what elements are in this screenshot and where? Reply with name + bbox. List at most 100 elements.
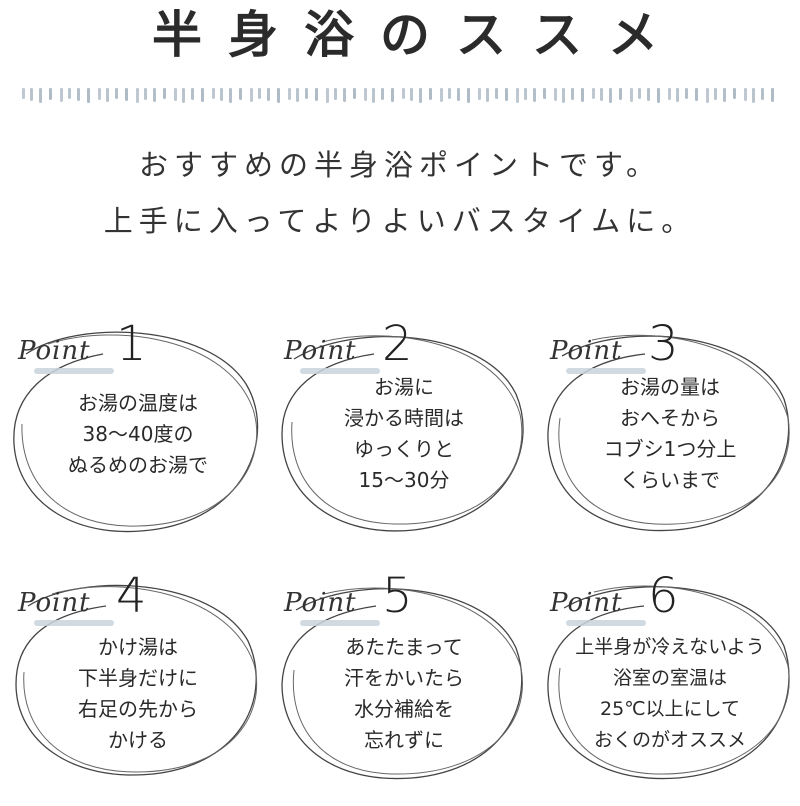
point-text-line: 右足の先から bbox=[78, 697, 198, 721]
dash-mark bbox=[419, 88, 422, 103]
point-number: 3 bbox=[648, 316, 679, 372]
dash-mark bbox=[229, 88, 232, 103]
point-text: あたたまって 汗をかいたら 水分補給を 忘れずに bbox=[304, 632, 504, 756]
point-underline bbox=[34, 620, 114, 626]
dash-mark bbox=[391, 88, 394, 102]
dash-mark bbox=[516, 88, 519, 103]
point-card-2: Point 2 お湯に 浸かる時間は ゆっくりと 15〜30分 bbox=[274, 314, 534, 554]
dash-mark bbox=[533, 88, 536, 102]
point-text-line: 水分補給を bbox=[354, 697, 454, 721]
dash-mark bbox=[706, 88, 709, 103]
point-card-5: Point 5 あたたまって 汗をかいたら 水分補給を 忘れずに bbox=[274, 566, 534, 806]
dash-mark bbox=[153, 88, 156, 102]
point-text-line: お湯に bbox=[374, 375, 434, 399]
point-text-line: 浸かる時間は bbox=[344, 406, 464, 430]
dash-mark bbox=[543, 88, 546, 99]
dash-mark bbox=[144, 88, 147, 100]
dash-mark bbox=[562, 88, 565, 103]
hand-drawn-circle bbox=[547, 585, 790, 780]
dash-mark bbox=[647, 88, 650, 101]
dash-mark bbox=[440, 88, 443, 102]
dash-mark bbox=[98, 88, 101, 100]
point-text-line: お湯の温度は bbox=[78, 391, 198, 415]
point-card-1: Point 1 お湯の温度は 38〜40度の ぬるめのお湯で bbox=[8, 314, 268, 554]
dash-mark bbox=[191, 88, 194, 100]
point-text-line: ぬるめのお湯で bbox=[68, 453, 208, 477]
point-text-line: くらいまで bbox=[620, 468, 720, 492]
point-card-4: Point 4 かけ湯は 下半身だけに 右足の先から かける bbox=[8, 566, 268, 806]
dash-mark bbox=[714, 88, 717, 100]
dash-mark bbox=[638, 88, 641, 99]
point-number: 1 bbox=[116, 316, 147, 372]
dash-mark bbox=[60, 88, 63, 102]
point-text-line: 上半身が冷えないよう bbox=[575, 636, 765, 658]
dash-mark bbox=[657, 88, 660, 103]
dash-mark bbox=[288, 88, 291, 100]
dash-mark bbox=[761, 88, 764, 100]
dash-mark bbox=[429, 88, 432, 100]
point-label: Point bbox=[18, 336, 91, 366]
dash-mark bbox=[752, 88, 755, 103]
point-text: かけ湯は 下半身だけに 右足の先から かける bbox=[38, 632, 238, 756]
dash-mark bbox=[267, 88, 270, 101]
point-text-line: 15〜30分 bbox=[358, 468, 450, 492]
point-label: Point bbox=[18, 588, 91, 618]
dash-mark bbox=[771, 88, 774, 102]
dash-mark bbox=[609, 88, 612, 103]
point-underline bbox=[300, 368, 380, 374]
point-label: Point bbox=[550, 336, 623, 366]
dash-mark bbox=[39, 88, 42, 103]
point-text: お湯の量は おへそから コブシ1つ分上 くらいまで bbox=[570, 372, 770, 496]
point-number: 4 bbox=[116, 568, 147, 624]
dash-mark bbox=[220, 88, 223, 101]
dash-mark bbox=[381, 88, 384, 100]
dash-mark bbox=[733, 88, 736, 99]
dash-mark bbox=[467, 88, 470, 103]
dash-mark bbox=[364, 88, 367, 101]
hand-drawn-circle bbox=[13, 331, 259, 533]
dash-mark bbox=[619, 88, 622, 100]
dash-mark bbox=[163, 88, 166, 99]
point-text: お湯の温度は 38〜40度の ぬるめのお湯で bbox=[38, 388, 238, 481]
point-text-line: 汗をかいたら bbox=[344, 666, 464, 690]
point-text-line: かける bbox=[108, 728, 168, 752]
point-label: Point bbox=[550, 588, 623, 618]
point-text-line: コブシ1つ分上 bbox=[603, 437, 737, 461]
dash-mark bbox=[554, 88, 557, 101]
decorative-dash-divider bbox=[22, 88, 774, 103]
point-underline bbox=[300, 620, 380, 626]
dash-mark bbox=[182, 88, 185, 103]
dash-mark bbox=[676, 88, 679, 102]
point-text-line: お湯の量は bbox=[620, 375, 720, 399]
dash-mark bbox=[22, 88, 25, 99]
dash-mark bbox=[326, 88, 329, 103]
point-number: 5 bbox=[382, 568, 413, 624]
point-text-line: あたたまって bbox=[345, 635, 463, 659]
point-text-line: おへそから bbox=[620, 406, 720, 430]
hand-drawn-circle bbox=[281, 587, 523, 780]
point-card-6: Point 6 上半身が冷えないよう 浴室の室温は 25℃以上にして おくのがオ… bbox=[540, 566, 800, 806]
point-text-line: ゆっくりと bbox=[354, 437, 454, 461]
dash-mark bbox=[630, 88, 633, 102]
point-text-line: 25℃以上にして bbox=[600, 698, 740, 720]
point-number: 2 bbox=[382, 316, 413, 372]
dash-mark bbox=[600, 88, 603, 101]
intro-line-2: 上手に入ってよりよいバスタイムに。 bbox=[103, 204, 697, 238]
dash-mark bbox=[106, 88, 109, 102]
point-text: 上半身が冷えないよう 浴室の室温は 25℃以上にして おくのがオススメ bbox=[554, 632, 786, 756]
dash-mark bbox=[744, 88, 747, 101]
dash-mark bbox=[277, 88, 280, 103]
intro-line-1: おすすめの半身浴ポイントです。 bbox=[138, 148, 662, 182]
dash-mark bbox=[296, 88, 299, 102]
dash-mark bbox=[136, 88, 139, 103]
point-text: お湯に 浸かる時間は ゆっくりと 15〜30分 bbox=[304, 372, 504, 496]
point-underline bbox=[566, 620, 646, 626]
point-label: Point bbox=[284, 336, 357, 366]
dash-mark bbox=[353, 88, 356, 99]
dash-mark bbox=[723, 88, 726, 102]
dash-mark bbox=[592, 88, 595, 99]
page-title: 半身浴のススメ bbox=[152, 5, 684, 64]
dash-mark bbox=[372, 88, 375, 103]
hand-drawn-circle bbox=[547, 334, 790, 532]
dash-mark bbox=[495, 88, 498, 99]
